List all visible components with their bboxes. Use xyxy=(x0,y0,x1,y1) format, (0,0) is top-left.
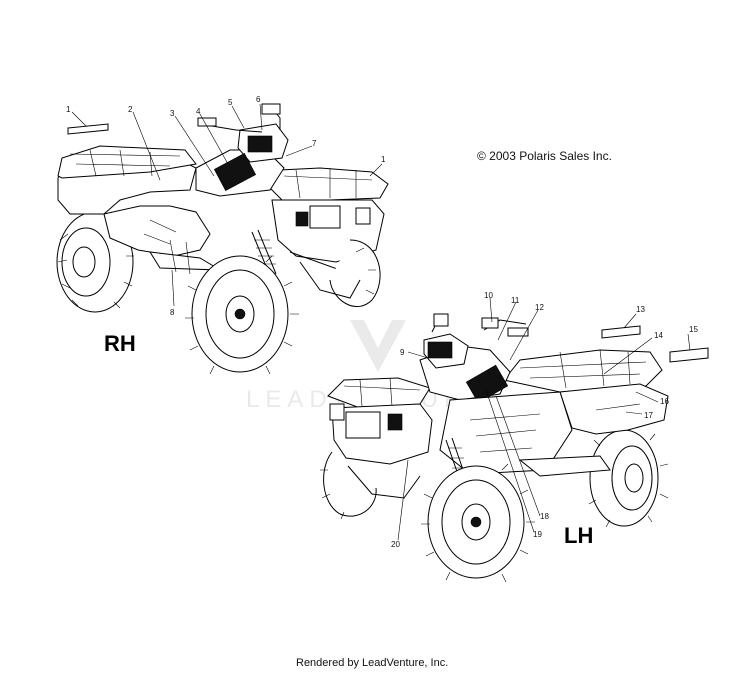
lh-leader-lines xyxy=(397,297,691,541)
lh-rear-tire xyxy=(584,429,669,528)
callout-9: 9 xyxy=(400,348,405,357)
callout-5: 5 xyxy=(228,98,233,107)
callout-11: 11 xyxy=(511,296,520,305)
lh-far-front-tire xyxy=(320,451,421,520)
rh-label: RH xyxy=(104,331,136,356)
callout-15: 15 xyxy=(689,325,698,334)
callout-13: 13 xyxy=(636,305,645,314)
callout-19: 19 xyxy=(533,530,542,539)
rh-body xyxy=(57,103,389,277)
rh-decal-strip xyxy=(67,123,109,135)
copyright-text: © 2003 Polaris Sales Inc. xyxy=(477,149,612,163)
rh-front-tire xyxy=(185,255,299,375)
callout-8: 8 xyxy=(170,308,175,317)
callout-10: 10 xyxy=(484,291,493,300)
lh-front-tire xyxy=(421,463,535,583)
callout-16: 16 xyxy=(660,397,669,406)
callout-2: 2 xyxy=(128,105,133,114)
lh-label: LH xyxy=(564,523,593,548)
callout-20: 20 xyxy=(391,540,400,549)
callout-4: 4 xyxy=(196,107,201,116)
atv-right-hand-view: 1 2 3 4 5 6 7 1 8 RH xyxy=(56,95,389,375)
footer-credit: Rendered by LeadVenture, Inc. xyxy=(296,657,448,669)
lh-decal-panel xyxy=(427,341,509,404)
rh-leader-lines xyxy=(71,103,383,307)
rh-far-front-tire xyxy=(299,239,381,307)
callout-6: 6 xyxy=(256,95,261,104)
lh-decal-strip-15 xyxy=(669,347,709,363)
callout-7: 7 xyxy=(312,139,317,148)
callout-18: 18 xyxy=(540,512,549,521)
lh-decal-strip-13 xyxy=(601,325,641,339)
callout-1a: 1 xyxy=(66,105,71,114)
callout-17: 17 xyxy=(644,411,653,420)
rh-decal-panel xyxy=(213,135,273,191)
callout-1b: 1 xyxy=(381,155,386,164)
callout-3: 3 xyxy=(170,109,175,118)
callout-14: 14 xyxy=(654,331,663,340)
atv-left-hand-view: 9 10 11 12 13 14 15 16 17 18 19 20 LH xyxy=(320,291,709,583)
callout-12: 12 xyxy=(535,303,544,312)
lh-body xyxy=(327,313,709,487)
